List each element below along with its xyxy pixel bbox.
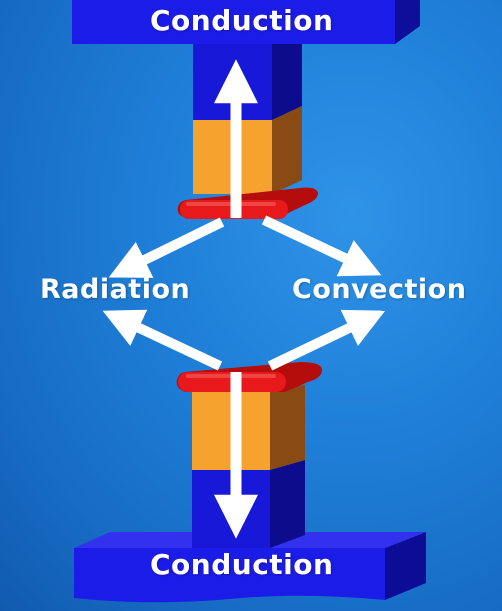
bottom-orange-side bbox=[270, 385, 305, 470]
top-orange-side bbox=[272, 106, 302, 194]
bottom-stem-side bbox=[270, 460, 305, 548]
top-stem-side bbox=[272, 44, 302, 120]
top-contact-layer bbox=[177, 187, 318, 219]
conduction-bottom-label: Conduction bbox=[150, 548, 334, 581]
radiation-label: Radiation bbox=[40, 274, 191, 305]
arrow-convection-upper bbox=[261, 215, 382, 277]
top-flange-side bbox=[395, 0, 420, 44]
bottom-flange-side bbox=[385, 532, 426, 600]
bottom-flange bbox=[74, 548, 385, 603]
convection-label: Convection bbox=[292, 274, 467, 305]
arrow-radiation-upper bbox=[108, 217, 225, 278]
conduction-top-label: Conduction bbox=[150, 4, 334, 37]
arrow-radiation-lower bbox=[102, 309, 223, 371]
bottom-contact-layer bbox=[176, 362, 322, 392]
arrow-convection-lower bbox=[267, 309, 386, 371]
heat-flow-arrows bbox=[102, 59, 386, 539]
top-flange bbox=[72, 0, 395, 44]
